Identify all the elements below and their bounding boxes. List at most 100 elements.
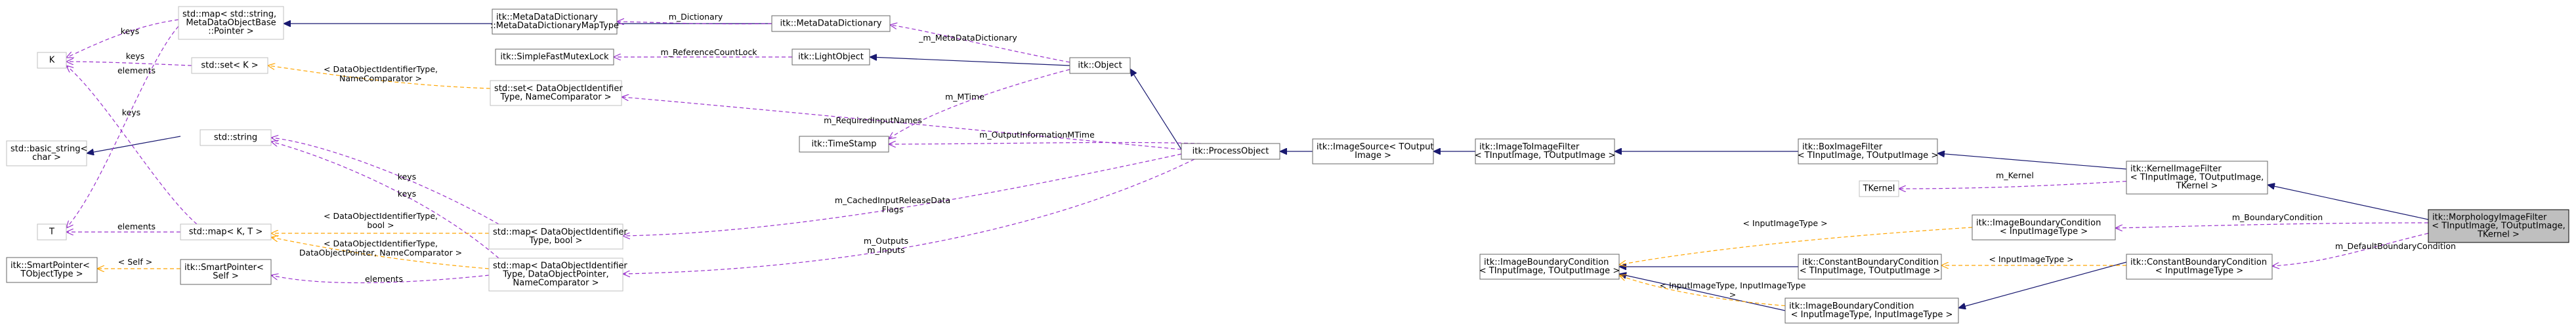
node-basic-string[interactable]: std::basic_string<char > (6, 140, 87, 166)
node-label: < InputImageType > (2000, 227, 2088, 237)
edge-default: m_DefaultBoundaryCondition (2272, 233, 2456, 266)
edge-label: elements (365, 274, 403, 284)
node-label: itk::KernelImageFilter (2130, 164, 2222, 174)
node-label: < TInputImage, TOutputImage > (1479, 266, 1620, 276)
edge-label: DataObjectPointer, NameComparator > (299, 248, 462, 258)
edge-line (66, 66, 198, 225)
node-label: < TInputImage, TOutputImage > (1798, 151, 1938, 161)
edge-line (271, 275, 490, 284)
node-box (1972, 214, 2116, 240)
edge-line (2272, 233, 2429, 266)
edge-mtime: m_MTime (889, 69, 1070, 139)
edge-inherit-ibcii-ibc-line (1619, 274, 1786, 311)
node-ibc-tt[interactable]: itk::ImageBoundaryCondition< TInputImage… (1479, 254, 1620, 280)
node-label: < TInputImage, TOutputImage > (1800, 266, 1940, 276)
edge-inherit-morph-kernel (2268, 185, 2429, 220)
node-box (495, 48, 614, 66)
node-box (490, 80, 622, 106)
node-ibc-i[interactable]: itk::ImageBoundaryCondition< InputImageT… (1972, 214, 2116, 240)
node-smartptr-tobj[interactable]: itk::SmartPointer<TObjectType > (6, 257, 98, 283)
node-label: < InputImageType, InputImageType > (1791, 310, 1953, 320)
edge-label: elements (117, 221, 156, 231)
node-K[interactable]: K (37, 52, 67, 69)
node-box (1181, 143, 1280, 160)
node-box (1479, 254, 1620, 280)
node-label: Image > (1355, 151, 1391, 161)
node-label: std::map< DataObjectIdentifier (493, 227, 627, 237)
node-label: Type, NameComparator > (499, 92, 611, 102)
node-box (2126, 254, 2273, 280)
node-ibc-ii[interactable]: itk::ImageBoundaryCondition< InputImageT… (1784, 298, 1959, 324)
node-mdd-map[interactable]: itk::MetaDataDictionary::MetaDataDiction… (490, 9, 619, 35)
node-map-did-dop[interactable]: std::map< DataObjectIdentifierType, Data… (488, 258, 627, 292)
edge-keys1: keys (66, 19, 179, 58)
edge-inherit-processobject-object-line (1130, 69, 1182, 150)
node-timestamp[interactable]: itk::TimeStamp (799, 136, 889, 153)
edge-inherit-ibcii-ibc (1619, 274, 1786, 311)
node-map-mddbp[interactable]: std::map< std::string,MetaDataObjectBase… (178, 6, 284, 40)
edge-label: NameComparator > (339, 73, 422, 83)
node-cbc-i[interactable]: itk::ConstantBoundaryCondition< InputIma… (2126, 254, 2273, 280)
node-T[interactable]: T (37, 223, 67, 240)
node-label: < TInputImage, TOutputImage, (2432, 221, 2565, 231)
edge-label: < InputImageType > (1742, 218, 1827, 228)
edge-line (271, 237, 490, 269)
node-box (6, 257, 98, 283)
edge-tmpl-did-nc: < DataObjectIdentifierType,NameComparato… (268, 64, 491, 89)
node-map-did-bool[interactable]: std::map< DataObjectIdentifierType, bool… (488, 223, 627, 250)
node-processobject[interactable]: itk::ProcessObject (1181, 143, 1280, 160)
node-set-K[interactable]: std::set< K > (191, 57, 268, 74)
edge-tmpl-did-dop: < DataObjectIdentifierType,DataObjectPoi… (271, 237, 490, 269)
node-string[interactable]: std::string (200, 129, 272, 146)
node-imagetoimage[interactable]: itk::ImageToImageFilter< TInputImage, TO… (1475, 138, 1615, 164)
node-label: < TInputImage, TOutputImage > (1475, 151, 1615, 161)
edge-inherit-kernel-box (1937, 153, 2127, 170)
node-box (1798, 138, 1938, 164)
edge-label: Flags (882, 204, 904, 214)
edge-label: < DataObjectIdentifierType, (324, 64, 438, 74)
node-tkernel[interactable]: TKernel (1859, 180, 1899, 197)
node-box (488, 258, 623, 292)
node-cbc-tt[interactable]: itk::ConstantBoundaryCondition< TInputIm… (1798, 254, 1942, 280)
edge-elements1: elements (66, 26, 179, 228)
edge-inherit-object-lightobject (870, 57, 1070, 66)
edge-label: keys (398, 189, 416, 199)
node-mutex[interactable]: itk::SimpleFastMutexLock (495, 48, 614, 66)
node-box (37, 223, 67, 240)
edge-label: m_CachedInputReleaseData (835, 195, 950, 205)
node-kernelimage[interactable]: itk::KernelImageFilter< TInputImage, TOu… (2126, 161, 2268, 195)
edge-label: m_Outputs (864, 236, 908, 246)
node-label: T (49, 227, 54, 237)
edge-label: m_RequiredInputNames (824, 115, 922, 125)
edge-line (2115, 222, 2429, 228)
edge-keys5: keys (271, 142, 499, 259)
edge-label: < DataObjectIdentifierType, (324, 239, 438, 248)
node-mdd[interactable]: itk::MetaDataDictionary (771, 15, 891, 32)
node-boximage[interactable]: itk::BoxImageFilter< TInputImage, TOutpu… (1798, 138, 1938, 164)
node-map-KT[interactable]: std::map< K, T > (180, 223, 272, 240)
node-set-did[interactable]: std::set< DataObjectIdentifierType, Name… (490, 80, 623, 106)
node-lightobject[interactable]: itk::LightObject (792, 48, 870, 66)
edge-label: m_MTime (945, 92, 984, 102)
edge-outinfo: m_OutputInformationMTime (889, 130, 1202, 144)
node-label: itk::MorphologyImageFilter (2432, 213, 2547, 223)
node-label: Type, bool > (529, 236, 583, 246)
edge-label: < InputImageType, InputImageType (1660, 280, 1806, 290)
edge-label: _m_MetaDataDictionary (918, 33, 1017, 43)
edge-label: m_OutputInformationMTime (979, 130, 1095, 140)
edge-line (889, 142, 1202, 144)
edge-line (623, 159, 1195, 274)
edge-inherit-kernel-box-line (1937, 153, 2127, 170)
edge-label: m_BoundaryCondition (2232, 212, 2323, 222)
node-imagesource[interactable]: itk::ImageSource< TOutputImage > (1312, 138, 1434, 164)
edge-label: m_Kernel (1996, 170, 2034, 180)
node-box (792, 48, 870, 66)
node-smartptr-self[interactable]: itk::SmartPointer<Self > (180, 259, 272, 285)
edge-label: bool > (367, 220, 394, 230)
node-box (2428, 209, 2569, 243)
node-object[interactable]: itk::Object (1069, 57, 1131, 74)
node-label: itk::Object (1078, 61, 1122, 71)
node-label: itk::ImageBoundaryCondition (1789, 301, 1914, 311)
node-morph[interactable]: itk::MorphologyImageFilter< TInputImage,… (2428, 209, 2569, 243)
